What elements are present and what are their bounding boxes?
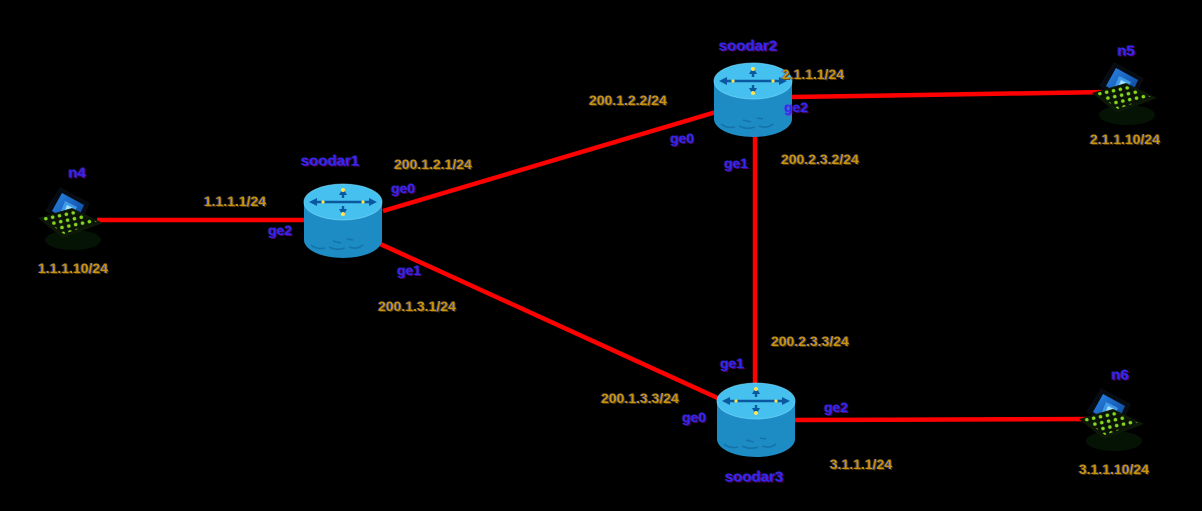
link-soodar2-n5[interactable] xyxy=(791,89,1108,100)
ip-label-200-2-3-2-24: 200.2.3.2/24 xyxy=(781,151,859,167)
ip-label-200-1-2-2-24: 200.1.2.2/24 xyxy=(589,92,667,108)
router-label-soodar3: soodar3 xyxy=(724,468,784,486)
ip-label-1-1-1-1-24: 1.1.1.1/24 xyxy=(203,193,267,209)
interface-label-ge0-7: ge0 xyxy=(681,409,707,425)
ip-label-3-1-1-1-24: 3.1.1.1/24 xyxy=(829,456,893,472)
router-node-soodar3[interactable] xyxy=(716,382,796,458)
interface-label-ge2-4: ge2 xyxy=(783,99,809,115)
host-label-n4: n4 xyxy=(68,164,86,182)
interface-label-ge1-6: ge1 xyxy=(719,355,745,371)
link-soodar3-n6[interactable] xyxy=(792,416,1105,423)
router-icon xyxy=(716,382,796,458)
host-ip-label-n5: 2.1.1.10/24 xyxy=(1089,131,1161,147)
host-label-n6: n6 xyxy=(1111,366,1129,384)
ip-label-200-1-2-1-24: 200.1.2.1/24 xyxy=(394,156,472,172)
host-label-n5: n5 xyxy=(1117,42,1135,60)
ip-label-200-1-3-3-24: 200.1.3.3/24 xyxy=(601,390,679,406)
ip-label-200-1-3-1-24: 200.1.3.1/24 xyxy=(378,298,456,314)
interface-label-ge1-2: ge1 xyxy=(396,262,422,278)
host-node-n6[interactable] xyxy=(1077,388,1147,454)
interface-label-ge0-3: ge0 xyxy=(669,130,695,146)
interface-label-ge1-5: ge1 xyxy=(723,155,749,171)
link-soodar1-soodar2[interactable] xyxy=(382,109,717,214)
ip-label-2-1-1-1-24: 2.1.1.1/24 xyxy=(781,66,845,82)
router-label-soodar2: soodar2 xyxy=(718,37,778,55)
host-ip-label-n4: 1.1.1.10/24 xyxy=(37,260,109,276)
host-ip-label-n6: 3.1.1.10/24 xyxy=(1078,461,1150,477)
interface-label-ge2-1: ge2 xyxy=(267,222,293,238)
router-label-soodar1: soodar1 xyxy=(300,152,360,170)
router-node-soodar1[interactable] xyxy=(303,183,383,259)
interface-label-ge2-8: ge2 xyxy=(823,399,849,415)
host-node-n4[interactable] xyxy=(36,187,106,253)
ip-label-200-2-3-3-24: 200.2.3.3/24 xyxy=(771,333,849,349)
laptop-icon xyxy=(1077,388,1147,454)
link-soodar1-soodar3[interactable] xyxy=(377,240,723,403)
interface-label-ge0-0: ge0 xyxy=(390,180,416,196)
laptop-icon xyxy=(36,187,106,253)
router-icon xyxy=(303,183,383,259)
host-node-n5[interactable] xyxy=(1090,62,1160,128)
laptop-icon xyxy=(1090,62,1160,128)
